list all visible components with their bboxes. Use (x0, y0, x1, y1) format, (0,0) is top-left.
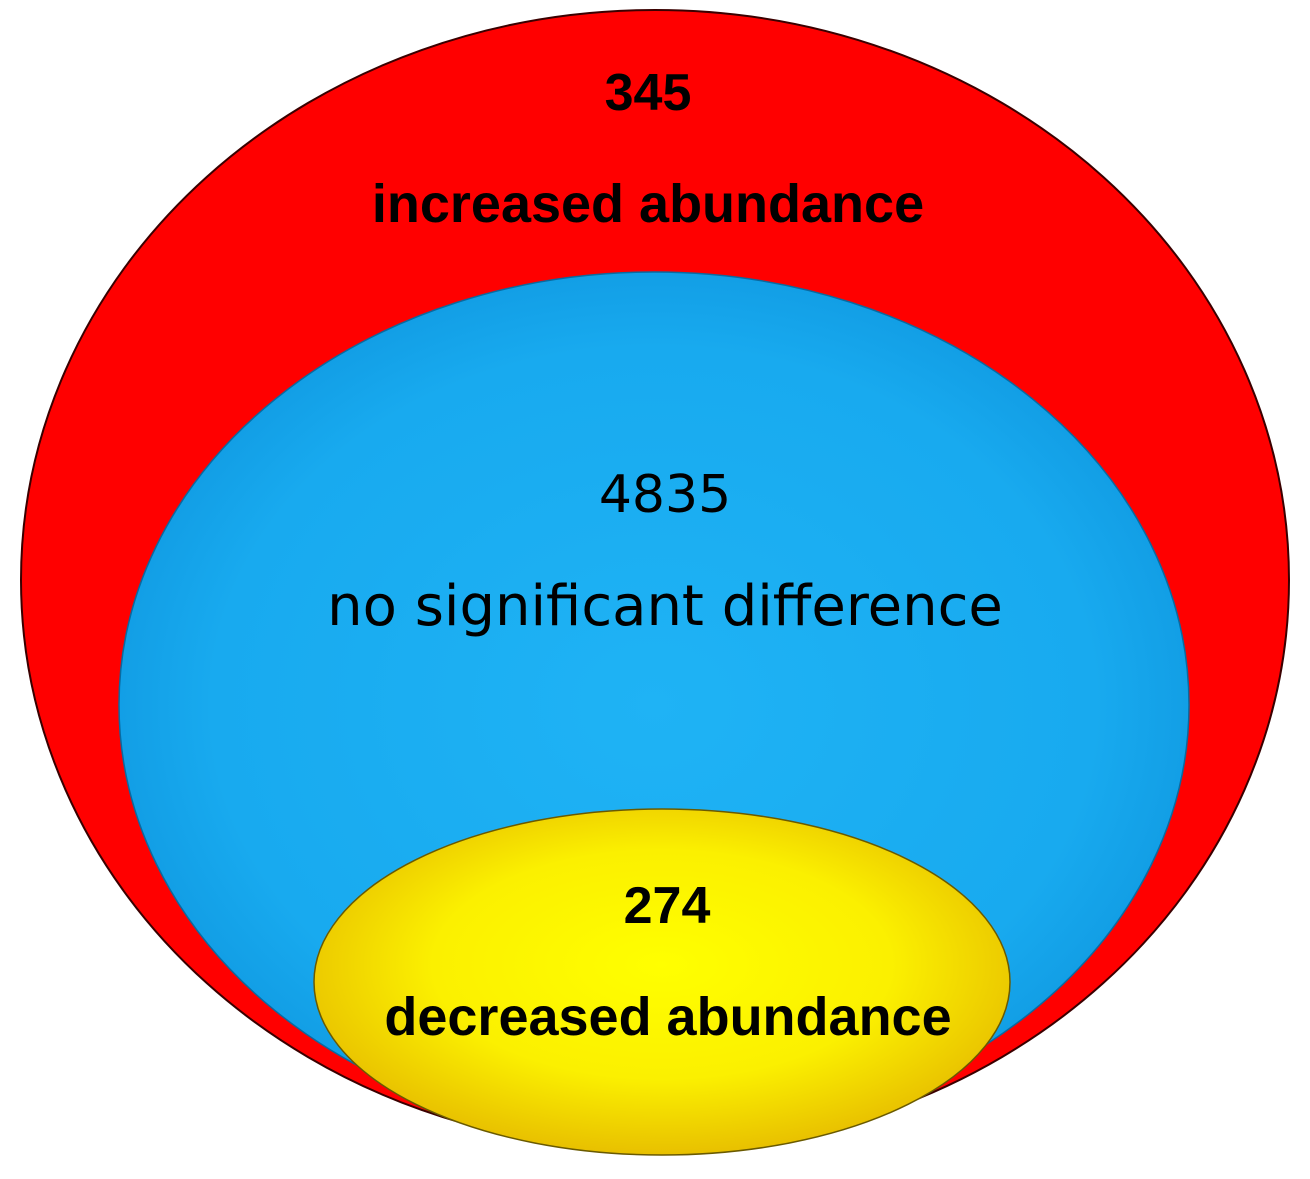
count-decreased: 274 (624, 877, 711, 935)
label-increased: increased abundance (372, 174, 924, 234)
count-increased: 345 (605, 64, 692, 122)
label-decreased: decreased abundance (384, 987, 951, 1047)
count-no-difference: 4835 (599, 465, 731, 525)
label-no-difference: no significant difference (327, 574, 1003, 639)
region-decreased-ellipse (313, 808, 1011, 1156)
